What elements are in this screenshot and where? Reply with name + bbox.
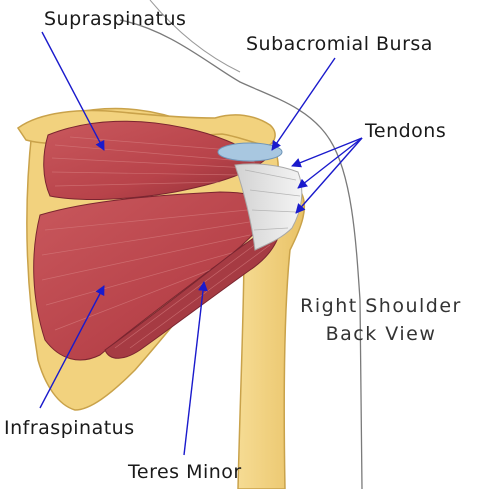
label-arrows — [39, 31, 363, 456]
view-caption: Right Shoulder Back View — [286, 292, 476, 348]
arrow-tendon-1 — [291, 137, 363, 168]
subacromial-bursa — [217, 142, 283, 162]
label-teres-minor: Teres Minor — [128, 461, 242, 483]
arrow-subacromial-bursa — [271, 57, 336, 151]
label-subacromial-bursa: Subacromial Bursa — [246, 33, 433, 55]
label-tendons: Tendons — [365, 120, 447, 142]
arrow-supraspinatus — [41, 31, 105, 151]
arrow-teres-minor — [183, 281, 208, 456]
label-supraspinatus: Supraspinatus — [44, 8, 187, 30]
infraspinatus-fibers — [41, 207, 269, 331]
teres-minor-muscle — [104, 221, 281, 359]
arrow-infraspinatus — [39, 285, 105, 409]
label-infraspinatus: Infraspinatus — [4, 417, 135, 439]
tendon-fibers — [244, 169, 301, 231]
neck-outline — [149, 0, 241, 73]
arrow-tendon-2 — [297, 137, 363, 189]
caption-line-1: Right Shoulder — [300, 295, 462, 317]
caption-line-2: Back View — [325, 323, 437, 345]
supraspinatus-fibers — [51, 136, 256, 187]
arrow-tendon-3 — [295, 137, 363, 214]
